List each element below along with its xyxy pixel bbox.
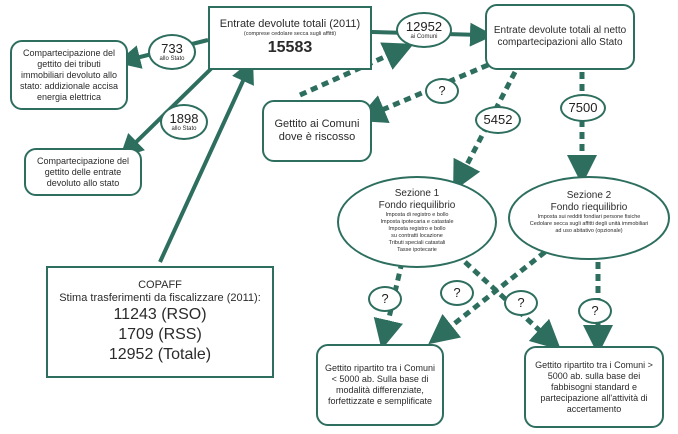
sezione1-item: su contratti locazione	[391, 233, 443, 239]
sezione1-item: Tasse ipotecarie	[397, 247, 437, 253]
question-circle: ?	[578, 298, 612, 324]
sezione2-item: ad uso abitativo (opzionale)	[555, 228, 623, 234]
large-municipalities-label: Gettito ripartito tra i Comuni > 5000 ab…	[535, 359, 653, 414]
circle-7500: 7500	[560, 94, 606, 122]
sezione2-ellipse: Sezione 2 Fondo riequilibrio Imposta sui…	[508, 176, 670, 260]
sezione1-title: Sezione 1	[394, 188, 440, 199]
copaff-subtitle: Stima trasferimenti da fiscalizzare (201…	[59, 292, 261, 304]
total-revenue-title: Entrate devolute totali (2011)	[219, 18, 361, 30]
circle-12952-value: 12952	[405, 18, 443, 34]
arrow-copaff-to-top	[158, 59, 254, 263]
circle-733-sub: allo Stato	[159, 55, 185, 62]
small-municipalities-label: Gettito ripartito tra i Comuni < 5000 ab…	[324, 363, 436, 406]
large-municipalities-box: Gettito ripartito tra i Comuni > 5000 ab…	[524, 346, 664, 428]
arrow-sez2-to-bottom-left	[428, 250, 547, 345]
circle-733: 733 allo Stato	[148, 34, 196, 70]
sezione1-ellipse: Sezione 1 Fondo riequilibrio Imposta di …	[337, 176, 497, 268]
question-circle: ?	[368, 286, 402, 312]
question-mark: ?	[381, 291, 389, 306]
copaff-title: COPAFF	[138, 279, 182, 291]
question-mark: ?	[517, 295, 525, 310]
circle-7500-value: 7500	[568, 100, 598, 115]
sezione2-item: Imposta sui redditi fondiari persone fis…	[537, 214, 641, 220]
copaff-rso: 11243 (RSO)	[113, 306, 207, 323]
sezione1-subtitle: Fondo riequilibrio	[378, 200, 456, 211]
question-circle: ?	[425, 78, 459, 104]
state-share-box: Compartecipazione del gettito delle entr…	[24, 148, 142, 196]
state-share-label: Compartecipazione del gettito delle entr…	[36, 155, 130, 188]
municipal-revenue-label: Gettito ai Comuni dove è riscosso	[274, 118, 360, 143]
question-mark: ?	[453, 285, 461, 300]
circle-1898: 1898 allo Stato	[160, 104, 208, 140]
circle-5452: 5452	[475, 106, 521, 134]
sezione1-item: Imposta registro e bollo	[388, 226, 446, 232]
question-circle: ?	[440, 280, 474, 306]
arrow-right-to-sezione1	[453, 70, 518, 192]
copaff-box: COPAFF Stima trasferimenti da fiscalizza…	[46, 266, 274, 378]
question-circle: ?	[504, 290, 538, 316]
total-revenue-note: (comprese cedolare secca sugli affitti)	[243, 31, 337, 37]
total-revenue-value: 15583	[267, 39, 313, 56]
question-mark: ?	[591, 303, 599, 318]
sezione1-item: Imposta ipotecaria e catastale	[380, 219, 454, 225]
total-revenue-box: Entrate devolute totali (2011) (comprese…	[208, 6, 372, 70]
circle-5452-value: 5452	[483, 112, 513, 127]
question-mark: ?	[438, 83, 446, 98]
small-municipalities-box: Gettito ripartito tra i Comuni < 5000 ab…	[316, 344, 444, 426]
circle-733-value: 733	[161, 40, 183, 56]
sezione2-subtitle: Fondo riequilibrio	[550, 202, 628, 213]
excise-share-label: Compartecipazione del gettito dei tribut…	[19, 47, 119, 102]
copaff-rss: 1709 (RSS)	[118, 326, 202, 343]
sezione1-item: Imposta di registro e bollo	[385, 212, 449, 218]
circle-12952-sub: ai Comuni	[410, 33, 438, 40]
circle-1898-sub: allo Stato	[171, 125, 197, 132]
municipal-revenue-box: Gettito ai Comuni dove è riscosso	[262, 100, 372, 162]
net-revenue-box: Entrate devolute totali al netto compart…	[485, 4, 635, 70]
sezione2-title: Sezione 2	[566, 190, 612, 201]
arrow-sez1-to-bottom-right	[463, 260, 562, 351]
excise-share-box: Compartecipazione del gettito dei tribut…	[10, 40, 128, 110]
sezione1-item: Tributi speciali catastali	[388, 240, 446, 246]
arrow-copaff-to-12952	[298, 42, 414, 98]
sezione2-item: Cedolare secca sugli affitti degli unità…	[529, 221, 649, 227]
copaff-totale: 12952 (Totale)	[108, 346, 212, 363]
circle-12952: 12952 ai Comuni	[396, 12, 452, 48]
circle-1898-value: 1898	[169, 110, 199, 126]
net-revenue-label: Entrate devolute totali al netto compart…	[493, 25, 627, 48]
